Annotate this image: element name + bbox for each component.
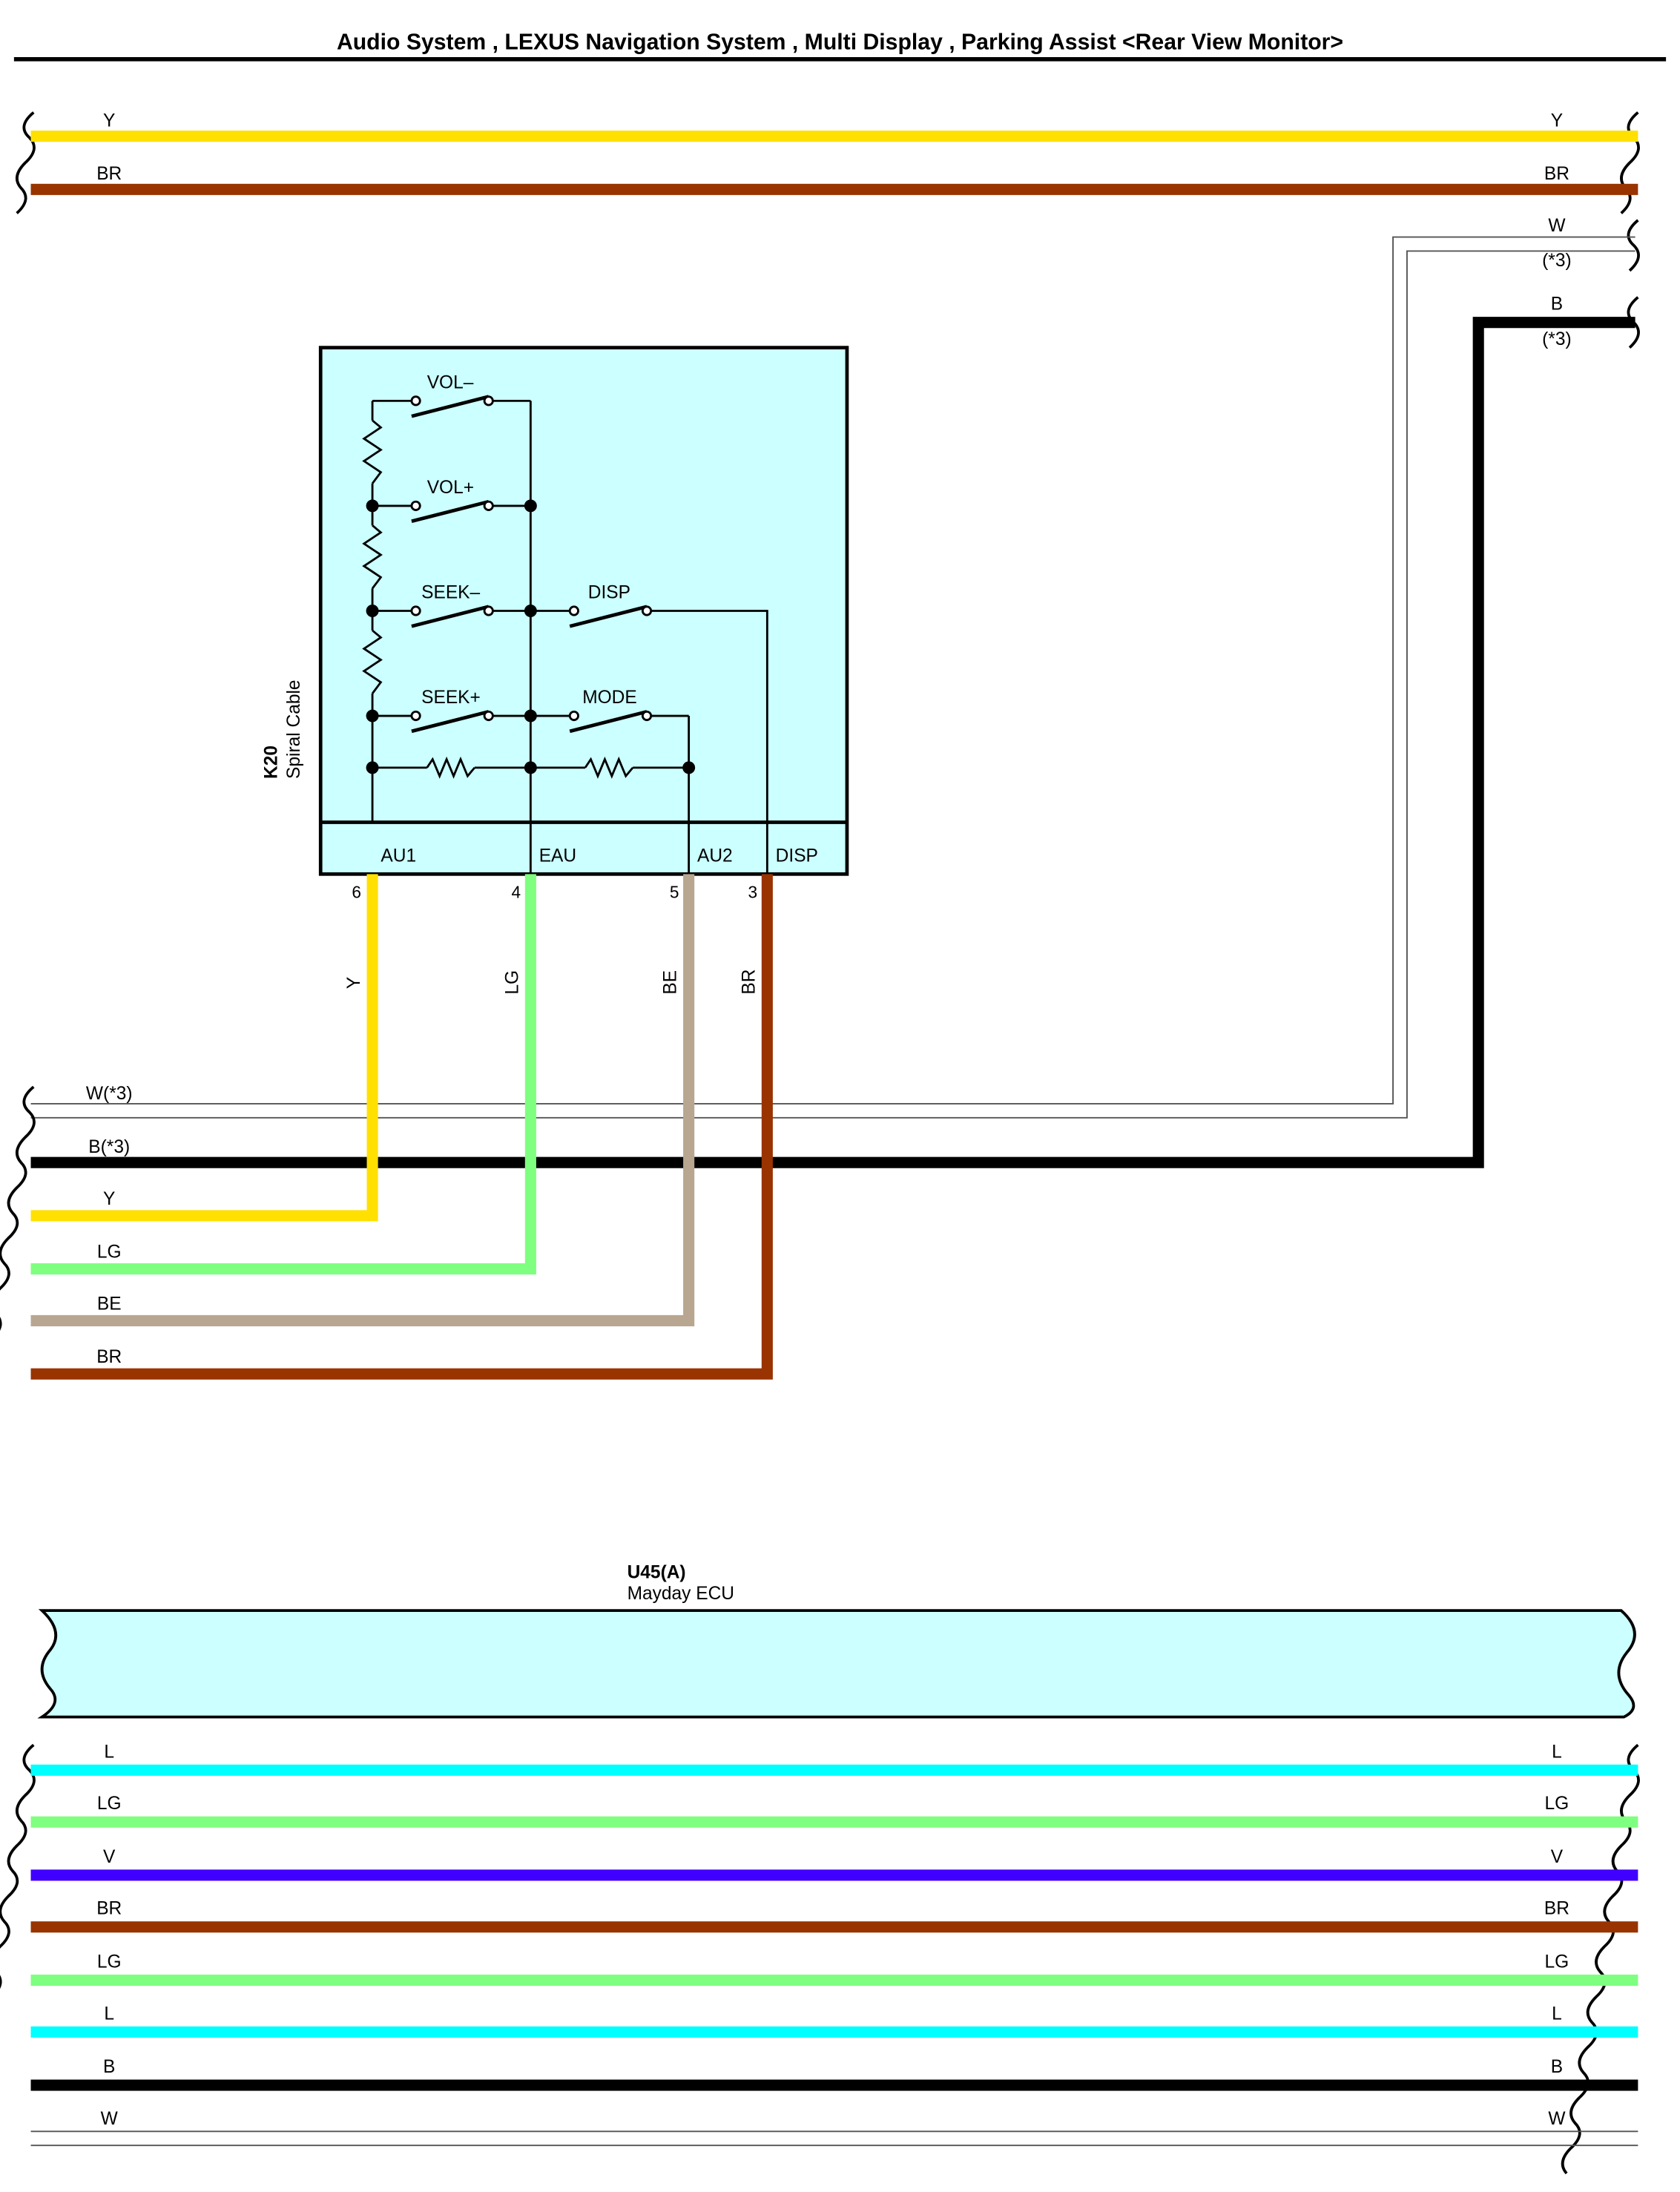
- bottom-label-br-right: BR: [1544, 1899, 1569, 1919]
- page-title: Audio System , LEXUS Navigation System ,…: [337, 30, 1343, 55]
- wire-w-route: [30, 236, 1635, 1119]
- wire-label-y-right: Y: [1551, 111, 1563, 131]
- vwire-label-be: BE: [661, 970, 681, 995]
- wire-v: [30, 1869, 1638, 1881]
- bottom-label-lg1-right: LG: [1545, 1794, 1569, 1814]
- bottom-label-br-left: BR: [96, 1899, 122, 1919]
- wire-l-1: [30, 1764, 1638, 1776]
- bottom-label-l1-right: L: [1552, 1742, 1562, 1762]
- top-harness: Y Y BR BR W (*3) B (*3): [16, 111, 1640, 349]
- terminal-name-au2: AU2: [697, 846, 733, 866]
- terminal-name-disp: DISP: [776, 846, 818, 866]
- mid-label-br: BR: [96, 1347, 122, 1367]
- wire-b-route: [30, 317, 1635, 1168]
- right-break-mark: [1620, 111, 1640, 214]
- switch-seek-plus: [372, 710, 531, 734]
- wire-l-2: [30, 2026, 1638, 2038]
- switch-label-mode: MODE: [582, 688, 637, 708]
- bottom-label-lg2-right: LG: [1545, 1952, 1569, 1972]
- mayday-ecu-component: U45(A) Mayday ECU: [37, 1563, 1636, 1719]
- switch-vol-minus: [372, 395, 531, 418]
- switch-mode: [530, 710, 689, 734]
- switch-vol-plus: [372, 499, 531, 523]
- wire-label-w-right: W: [1548, 216, 1566, 236]
- component-name-spiral-cable: Spiral Cable: [284, 679, 304, 779]
- bottom-label-l1-left: L: [104, 1742, 114, 1762]
- wire-lg-mid: [30, 874, 536, 1275]
- mid-label-w: W(*3): [86, 1084, 133, 1104]
- resistor-ladder: [362, 419, 383, 694]
- vwire-label-br: BR: [739, 970, 759, 995]
- right-break-mark-w: [1627, 219, 1640, 272]
- wire-be-mid: [30, 874, 695, 1326]
- wire-label-b-note: (*3): [1542, 329, 1572, 349]
- bottom-label-l2-right: L: [1552, 2004, 1562, 2024]
- switch-label-seek-minus: SEEK–: [421, 582, 480, 602]
- mid-left-break-mark: [0, 1085, 36, 1331]
- mid-label-lg: LG: [97, 1243, 122, 1263]
- terminal-name-eau: EAU: [539, 846, 576, 866]
- switch-label-vol-minus: VOL–: [427, 372, 474, 392]
- wire-br-mid: [30, 874, 773, 1380]
- bottom-label-lg1-left: LG: [97, 1794, 122, 1814]
- switch-label-seek-plus: SEEK+: [421, 688, 481, 708]
- pin-number-eau: 4: [512, 882, 521, 901]
- component-code-u45a: U45(A): [627, 1563, 686, 1583]
- pin-number-au1: 6: [352, 882, 361, 901]
- wire-br-bottom: [30, 1921, 1638, 1933]
- switch-label-disp: DISP: [588, 582, 630, 602]
- wire-label-w-note: (*3): [1542, 251, 1572, 271]
- pin-number-au2: 5: [670, 882, 679, 901]
- bottom-harness: L L LG LG V V BR BR LG LG L L B B W W: [0, 1742, 1640, 2175]
- component-name-mayday-ecu: Mayday ECU: [627, 1584, 734, 1604]
- bottom-label-lg2-left: LG: [97, 1952, 122, 1972]
- wire-y-mid: [30, 874, 378, 1222]
- mid-label-y: Y: [103, 1189, 115, 1209]
- pin-number-disp: 3: [748, 882, 758, 901]
- bottom-label-w-left: W: [101, 2109, 119, 2129]
- bottom-label-v-right: V: [1551, 1847, 1564, 1867]
- wire-label-b-right: B: [1551, 294, 1563, 315]
- wire-lg-2: [30, 1974, 1638, 1987]
- terminal-name-au1: AU1: [381, 846, 416, 866]
- bottom-label-v-left: V: [103, 1847, 116, 1867]
- switch-seek-minus: [372, 605, 531, 628]
- mayday-ecu-body: [37, 1609, 1636, 1719]
- switch-label-vol-plus: VOL+: [427, 478, 474, 498]
- wire-label-br-right: BR: [1544, 164, 1569, 184]
- wire-br-top: [30, 183, 1638, 195]
- wire-lg-1: [30, 1816, 1638, 1828]
- component-code-k20: K20: [262, 746, 282, 779]
- vwire-label-y: Y: [344, 977, 364, 989]
- junction-dots: [366, 499, 696, 774]
- mid-label-b: B(*3): [88, 1137, 130, 1157]
- bottom-label-w-right: W: [1548, 2109, 1566, 2129]
- left-break-mark: [16, 111, 36, 214]
- wire-b-bottom: [30, 2079, 1638, 2091]
- bottom-label-l2-left: L: [104, 2004, 114, 2024]
- spiral-cable-component: VOL– VOL+ SEEK– SEEK+ DISP MODE AU1 EAU …: [262, 346, 849, 901]
- mid-label-be: BE: [97, 1294, 122, 1314]
- wire-y-top: [30, 131, 1638, 142]
- vwire-label-lg: LG: [502, 970, 522, 995]
- bottom-right-break-mark: [1561, 1743, 1640, 2175]
- bottom-resistor-row: [372, 756, 689, 779]
- bottom-label-b-right: B: [1551, 2057, 1563, 2077]
- bottom-left-break-mark: [0, 1743, 36, 1989]
- wire-label-br-left: BR: [96, 164, 122, 184]
- mid-harness: W(*3) B(*3) Y LG BE BR: [0, 1084, 133, 1367]
- bottom-label-b-left: B: [103, 2057, 115, 2077]
- switch-disp: [530, 605, 653, 628]
- wire-label-y-left: Y: [103, 111, 115, 131]
